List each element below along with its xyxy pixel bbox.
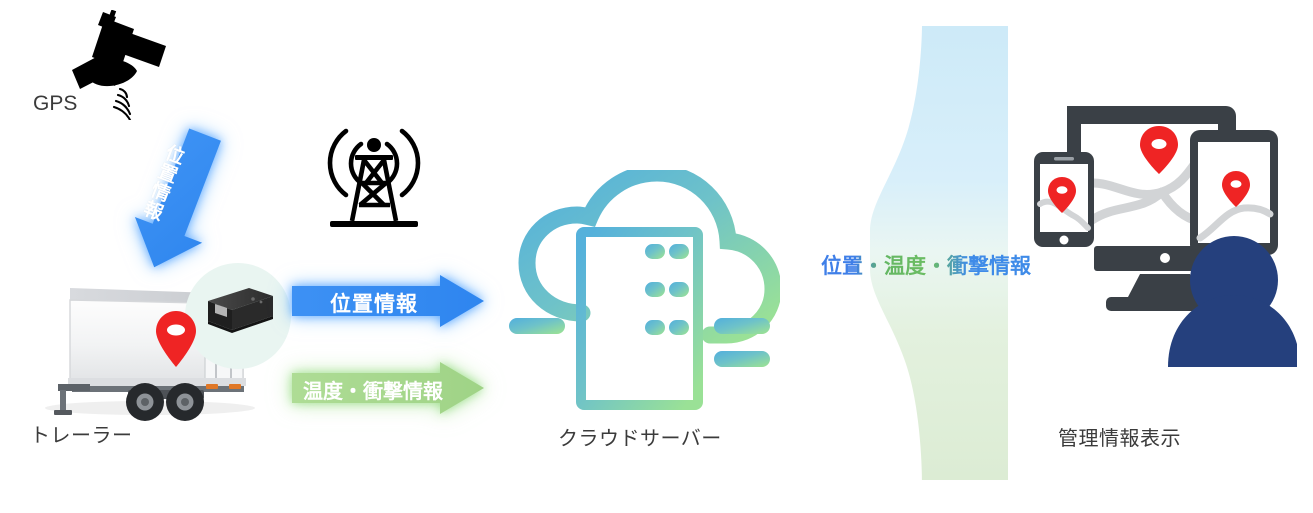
arrow-sensor-info: [288, 359, 488, 417]
trailer-label: トレーラー: [30, 425, 133, 447]
gps-tracker-device-icon: [203, 285, 277, 337]
radio-tower-icon: [312, 108, 436, 238]
arrow-gps-to-trailer: [100, 120, 260, 280]
admin-label: 管理情報表示: [1058, 428, 1181, 450]
map-pin-icon: [1140, 126, 1178, 174]
cloud-server-icon: [505, 170, 780, 415]
arrow-location-info: [288, 272, 488, 330]
map-pin-icon: [155, 310, 197, 368]
gradient-panel: [862, 26, 1008, 480]
admin-devices-group: [1012, 92, 1297, 367]
map-pin-icon: [1048, 177, 1076, 213]
person-icon: [1168, 236, 1297, 367]
map-pin-icon: [1222, 171, 1250, 207]
cloud-label: クラウドサーバー: [558, 428, 722, 450]
satellite-icon: [58, 10, 178, 120]
cloud-to-admin-caption: 位置・温度・衝撃情報: [821, 250, 1031, 280]
gps-label: GPS: [33, 92, 78, 115]
